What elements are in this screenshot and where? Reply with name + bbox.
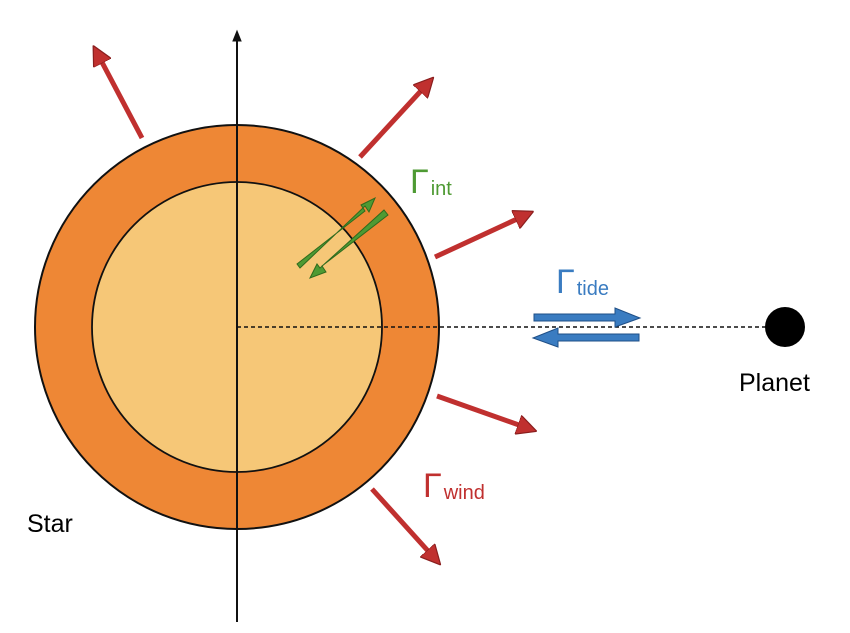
wind-arrow-top-left <box>95 49 145 140</box>
wind-arrow-bottom-right <box>370 487 438 562</box>
planet-label: Planet <box>739 369 810 397</box>
wind-arrow-right <box>433 213 530 260</box>
wind-arrow-upper-right <box>358 80 431 159</box>
int-subscript: int <box>431 178 453 200</box>
tide-arrow-to-star <box>531 327 640 348</box>
star-label: Star <box>27 510 73 538</box>
tide-subscript: tide <box>577 278 609 300</box>
gamma-symbol: Γ <box>423 467 442 505</box>
planet-dot <box>765 307 805 347</box>
arrow-outward-icon <box>95 49 533 562</box>
wind-arrow-lower-right <box>436 393 533 430</box>
gamma-symbol: Γ <box>410 163 429 201</box>
internal-arrow-inward <box>308 209 389 279</box>
gamma-symbol: Γ <box>556 263 575 301</box>
internal-arrow-outward <box>296 196 376 269</box>
double-arrow-icon <box>296 196 389 279</box>
double-arrow-icon <box>531 307 642 348</box>
tide-arrow-to-planet <box>533 307 642 328</box>
wind-subscript: wind <box>443 482 485 504</box>
